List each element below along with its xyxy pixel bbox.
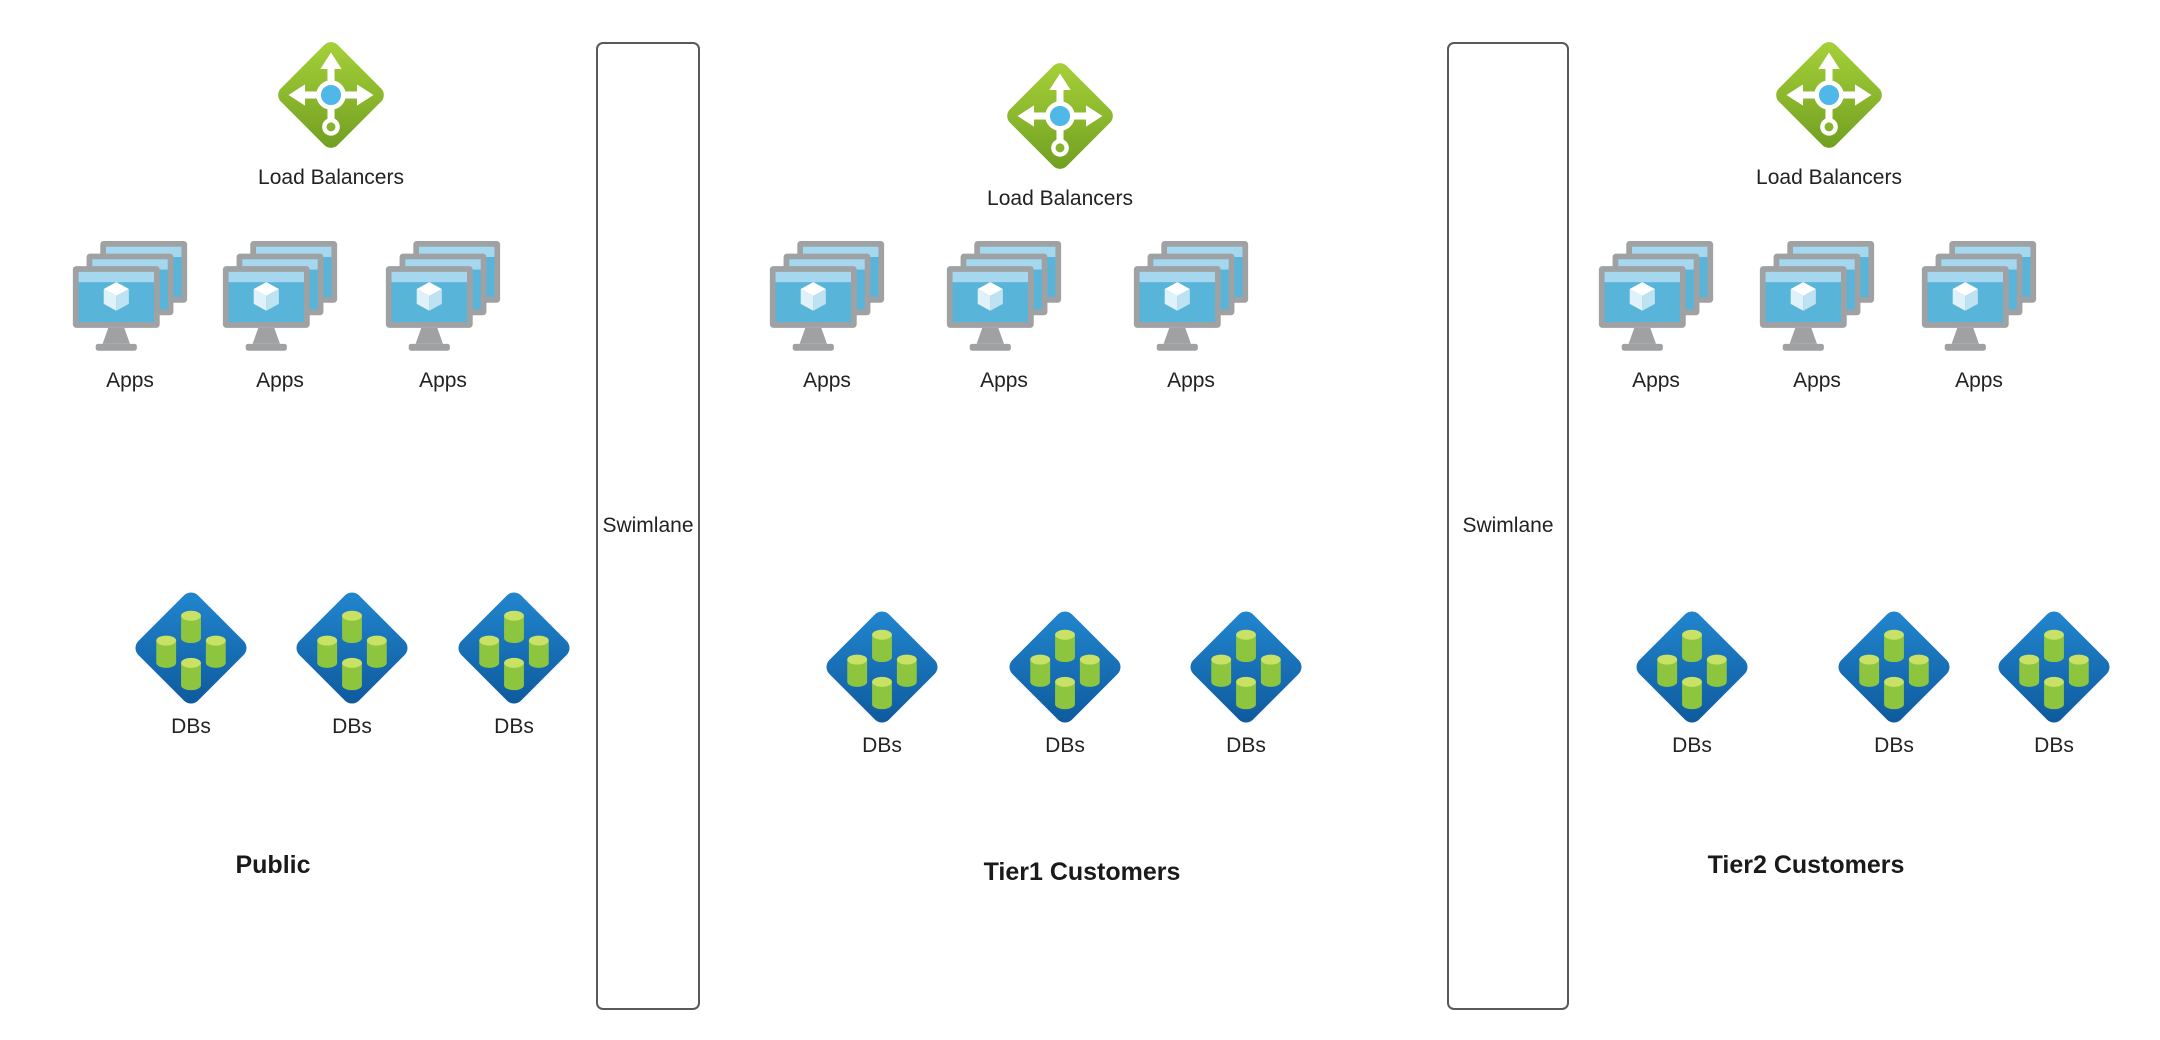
- apps-icon: [1755, 241, 1879, 353]
- section-title-tier2: Tier2 Customers: [1707, 851, 1905, 879]
- apps-label: Apps: [1632, 369, 1680, 392]
- apps-label: Apps: [106, 369, 154, 392]
- load-balancer-node: Load Balancers: [975, 57, 1145, 211]
- dbs-node: DBs: [1979, 605, 2129, 758]
- apps-node: Apps: [752, 241, 902, 393]
- apps-icon: [942, 241, 1066, 353]
- apps-label: Apps: [1955, 369, 2003, 392]
- apps-node: Apps: [55, 241, 205, 393]
- dbs-label: DBs: [1874, 734, 1914, 757]
- apps-node: Apps: [1581, 241, 1731, 393]
- apps-icon: [1129, 241, 1253, 353]
- swimlane-label: Swimlane: [602, 514, 694, 537]
- dbs-node: DBs: [1171, 605, 1321, 758]
- dbs-node: DBs: [990, 605, 1140, 758]
- dbs-label: DBs: [332, 715, 372, 738]
- swimlane-divider: Swimlane: [596, 42, 700, 1010]
- load-balancer-label: Load Balancers: [258, 166, 404, 189]
- dbs-label: DBs: [494, 715, 534, 738]
- apps-icon: [1917, 241, 2041, 353]
- load-balancer-icon: [1001, 57, 1119, 175]
- database-icon: [452, 586, 576, 710]
- swimlane-label: Swimlane: [1462, 514, 1554, 537]
- dbs-node: DBs: [807, 605, 957, 758]
- dbs-label: DBs: [1672, 734, 1712, 757]
- dbs-node: DBs: [439, 586, 589, 739]
- section-title-public: Public: [235, 851, 311, 879]
- apps-node: Apps: [929, 241, 1079, 393]
- load-balancer-node: Load Balancers: [246, 36, 416, 190]
- load-balancer-label: Load Balancers: [987, 187, 1133, 210]
- apps-label: Apps: [1167, 369, 1215, 392]
- apps-label: Apps: [419, 369, 467, 392]
- load-balancer-icon: [1770, 36, 1888, 154]
- apps-label: Apps: [256, 369, 304, 392]
- database-icon: [1184, 605, 1308, 729]
- load-balancer-icon: [272, 36, 390, 154]
- load-balancer-label: Load Balancers: [1756, 166, 1902, 189]
- database-icon: [1003, 605, 1127, 729]
- database-icon: [129, 586, 253, 710]
- apps-node: Apps: [205, 241, 355, 393]
- apps-icon: [1594, 241, 1718, 353]
- dbs-node: DBs: [277, 586, 427, 739]
- apps-icon: [765, 241, 889, 353]
- database-icon: [820, 605, 944, 729]
- section-title-tier1: Tier1 Customers: [983, 858, 1181, 886]
- database-icon: [1992, 605, 2116, 729]
- apps-node: Apps: [368, 241, 518, 393]
- database-icon: [1832, 605, 1956, 729]
- dbs-node: DBs: [116, 586, 266, 739]
- swimlane-divider: Swimlane: [1447, 42, 1569, 1010]
- apps-label: Apps: [1793, 369, 1841, 392]
- database-icon: [290, 586, 414, 710]
- dbs-label: DBs: [862, 734, 902, 757]
- load-balancer-node: Load Balancers: [1744, 36, 1914, 190]
- apps-node: Apps: [1116, 241, 1266, 393]
- dbs-label: DBs: [2034, 734, 2074, 757]
- apps-node: Apps: [1904, 241, 2054, 393]
- apps-icon: [218, 241, 342, 353]
- dbs-label: DBs: [1226, 734, 1266, 757]
- apps-icon: [381, 241, 505, 353]
- database-icon: [1630, 605, 1754, 729]
- dbs-label: DBs: [171, 715, 211, 738]
- apps-label: Apps: [980, 369, 1028, 392]
- apps-node: Apps: [1742, 241, 1892, 393]
- apps-icon: [68, 241, 192, 353]
- dbs-node: DBs: [1617, 605, 1767, 758]
- dbs-label: DBs: [1045, 734, 1085, 757]
- dbs-node: DBs: [1819, 605, 1969, 758]
- apps-label: Apps: [803, 369, 851, 392]
